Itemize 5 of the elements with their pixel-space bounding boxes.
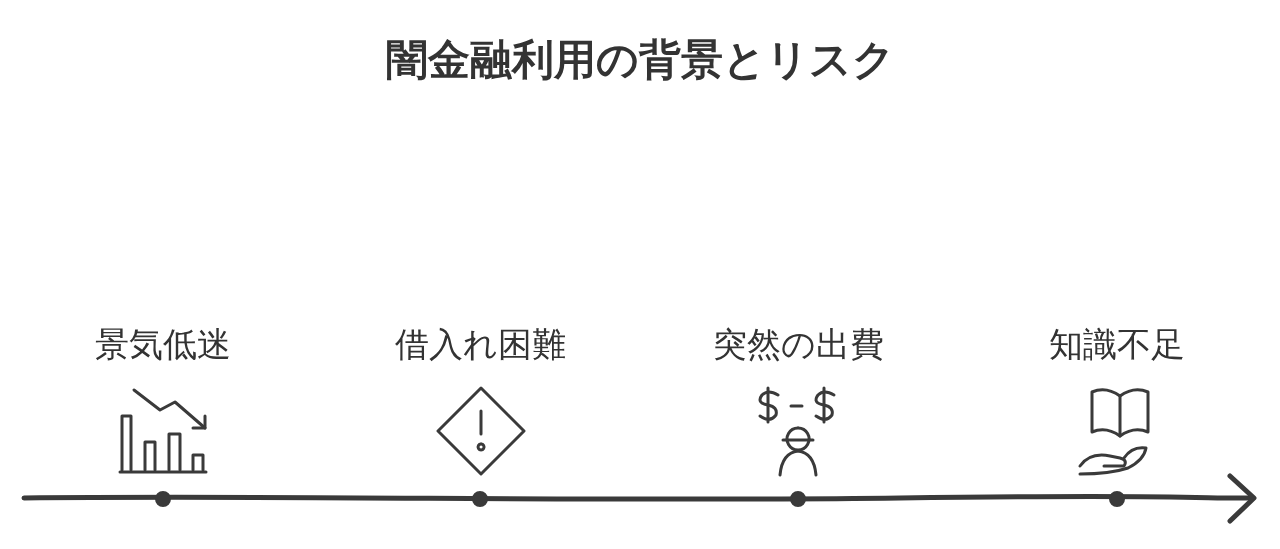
stage-label: 景気低迷 bbox=[95, 323, 231, 366]
stage-label: 突然の出費 bbox=[712, 323, 884, 366]
stage-label: 借入れ困難 bbox=[394, 323, 566, 366]
title: 闇金融利用の背景とリスク bbox=[385, 34, 895, 86]
stage-label: 知識不足 bbox=[1049, 323, 1185, 366]
